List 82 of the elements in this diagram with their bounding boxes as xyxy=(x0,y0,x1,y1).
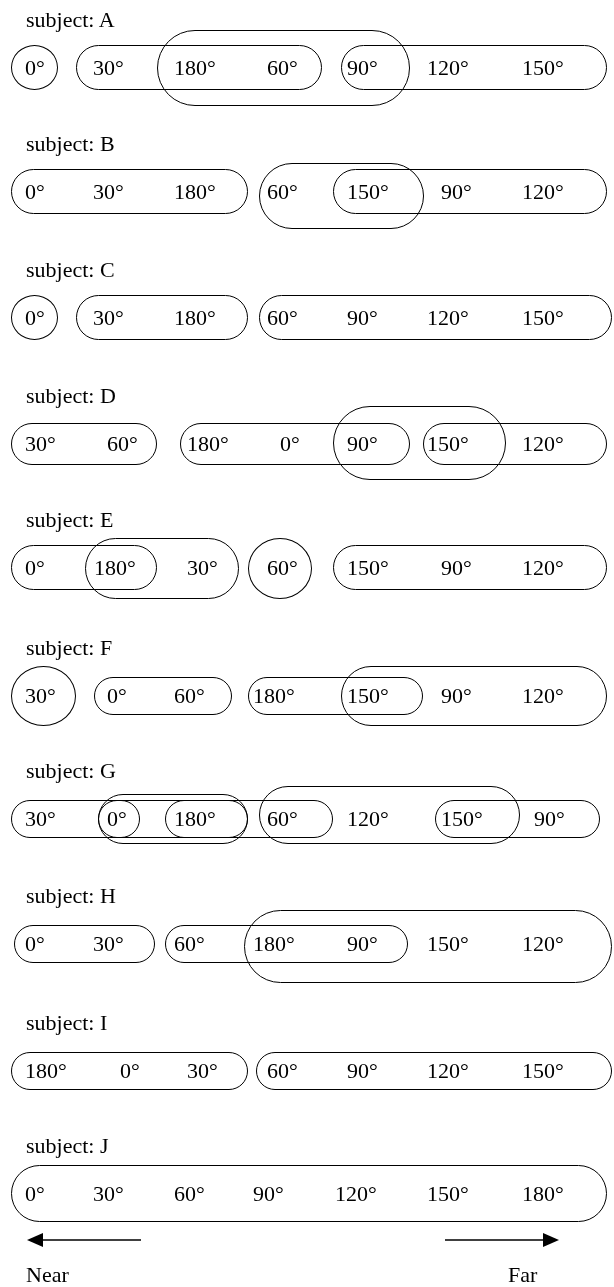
angle-value: 180° xyxy=(174,56,216,80)
subject-label: subject: E xyxy=(26,508,114,532)
angle-value: 60° xyxy=(174,932,205,956)
angle-value: 60° xyxy=(267,180,298,204)
direction-label: Far xyxy=(508,1263,538,1287)
angle-value: 90° xyxy=(534,807,565,831)
angle-value: 90° xyxy=(347,306,378,330)
angle-value: 90° xyxy=(347,432,378,456)
angle-value: 180° xyxy=(187,432,229,456)
angle-value: 30° xyxy=(93,932,124,956)
angle-value: 120° xyxy=(522,932,564,956)
angle-value: 0° xyxy=(25,556,45,580)
subject-label: subject: B xyxy=(26,132,115,156)
angle-value: 60° xyxy=(107,432,138,456)
angle-value: 60° xyxy=(174,684,205,708)
angle-value: 150° xyxy=(522,1059,564,1083)
angle-value: 0° xyxy=(120,1059,140,1083)
angle-value: 30° xyxy=(93,56,124,80)
angle-value: 150° xyxy=(347,684,389,708)
angle-value: 120° xyxy=(522,684,564,708)
angle-value: 90° xyxy=(347,56,378,80)
angle-value: 60° xyxy=(267,807,298,831)
angle-value: 120° xyxy=(427,306,469,330)
angle-value: 0° xyxy=(25,180,45,204)
angle-value: 180° xyxy=(522,1182,564,1206)
subject-label: subject: C xyxy=(26,258,115,282)
subject-label: subject: A xyxy=(26,8,115,32)
angle-value: 90° xyxy=(441,180,472,204)
subject-label: subject: F xyxy=(26,636,113,660)
angle-value: 150° xyxy=(427,932,469,956)
angle-value: 150° xyxy=(427,1182,469,1206)
angle-value: 30° xyxy=(93,306,124,330)
angle-value: 30° xyxy=(187,556,218,580)
angle-value: 0° xyxy=(107,807,127,831)
angle-value: 120° xyxy=(522,556,564,580)
angle-value: 0° xyxy=(25,1182,45,1206)
angle-value: 0° xyxy=(107,684,127,708)
angle-value: 150° xyxy=(522,56,564,80)
angle-value: 180° xyxy=(174,180,216,204)
angle-value: 90° xyxy=(253,1182,284,1206)
angle-value: 60° xyxy=(267,556,298,580)
angle-value: 60° xyxy=(267,56,298,80)
angle-value: 180° xyxy=(25,1059,67,1083)
angle-value: 30° xyxy=(93,180,124,204)
angle-value: 180° xyxy=(253,932,295,956)
angle-value: 90° xyxy=(441,684,472,708)
angle-value: 60° xyxy=(267,306,298,330)
angle-value: 120° xyxy=(427,1059,469,1083)
angle-value: 90° xyxy=(347,932,378,956)
subject-label: subject: J xyxy=(26,1134,109,1158)
angle-value: 30° xyxy=(187,1059,218,1083)
direction-label: Near xyxy=(26,1263,69,1287)
angle-value: 180° xyxy=(174,807,216,831)
angle-value: 180° xyxy=(94,556,136,580)
angle-value: 180° xyxy=(174,306,216,330)
angle-value: 120° xyxy=(522,432,564,456)
angle-value: 30° xyxy=(25,684,56,708)
angle-value: 150° xyxy=(347,180,389,204)
angle-value: 150° xyxy=(441,807,483,831)
subject-label: subject: I xyxy=(26,1011,108,1035)
subject-label: subject: H xyxy=(26,884,116,908)
angle-value: 120° xyxy=(522,180,564,204)
angle-value: 30° xyxy=(25,432,56,456)
angle-value: 180° xyxy=(253,684,295,708)
angle-value: 120° xyxy=(427,56,469,80)
subject-label: subject: D xyxy=(26,384,116,408)
angle-value: 0° xyxy=(25,306,45,330)
subject-label: subject: G xyxy=(26,759,116,783)
angle-value: 30° xyxy=(93,1182,124,1206)
angle-value: 150° xyxy=(427,432,469,456)
angle-value: 120° xyxy=(335,1182,377,1206)
angle-value: 90° xyxy=(441,556,472,580)
angle-value: 0° xyxy=(25,932,45,956)
angle-value: 60° xyxy=(267,1059,298,1083)
angle-value: 0° xyxy=(25,56,45,80)
angle-value: 0° xyxy=(280,432,300,456)
angle-value: 150° xyxy=(347,556,389,580)
angle-value: 90° xyxy=(347,1059,378,1083)
angle-value: 150° xyxy=(522,306,564,330)
angle-value: 30° xyxy=(25,807,56,831)
angle-value: 120° xyxy=(347,807,389,831)
angle-value: 60° xyxy=(174,1182,205,1206)
